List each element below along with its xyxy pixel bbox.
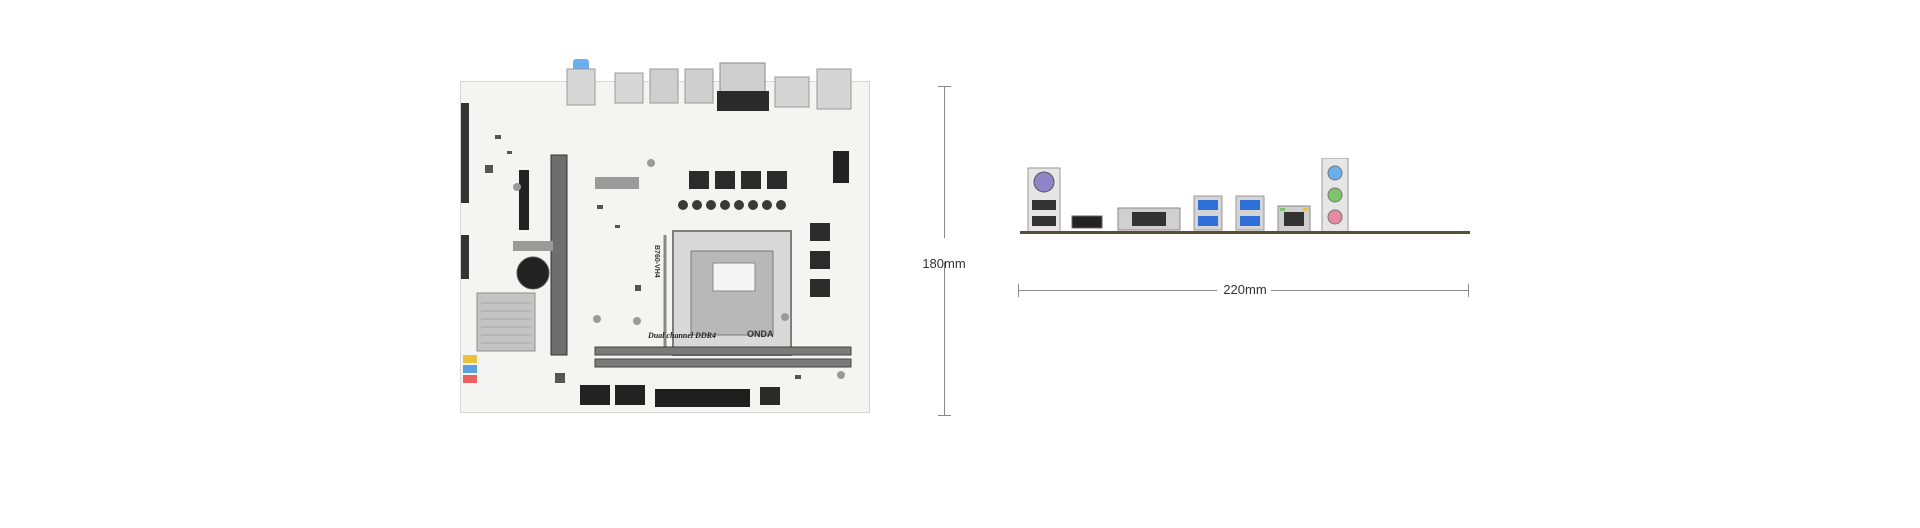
chipset-heatsink (476, 292, 536, 352)
memory-label: Dual channel DDR4 (647, 331, 716, 340)
usb3-port-blue (1240, 216, 1260, 226)
m2-slot (595, 177, 639, 189)
usb3-port-blue (1198, 200, 1218, 210)
usb-stack (684, 68, 714, 104)
dimm-slot (594, 346, 852, 356)
vga-port-socket (1132, 212, 1166, 226)
cpu-power-connector (833, 151, 849, 183)
usb2-port (1032, 216, 1056, 226)
sata-ports (580, 385, 610, 405)
io-shield-drawing (1027, 158, 1349, 233)
io-shield (1020, 158, 1470, 238)
width-dimension-label: 220mm (1223, 282, 1267, 297)
usb3-port-blue (1198, 216, 1218, 226)
dimension-gap (941, 238, 948, 262)
motherboard-image: B760-VH4 Dual channel DDR4 ONDA (455, 55, 880, 413)
socket-cover (712, 262, 756, 292)
height-dimension-label: 180mm (922, 256, 966, 271)
pcie-x16-slot (550, 154, 568, 356)
dimm-slot (594, 358, 852, 368)
front-header (760, 387, 780, 405)
height-dimension-line (938, 86, 951, 416)
audio-stack (816, 68, 852, 110)
ps2-port-socket (1033, 171, 1055, 193)
atx-power-connector (655, 389, 750, 407)
motherboard-drawing: B760-VH4 Dual channel DDR4 ONDA (461, 59, 852, 407)
hdmi-connector (774, 76, 810, 108)
left-headers (461, 235, 469, 279)
usb-stack (649, 68, 679, 104)
usb-stack (566, 68, 596, 106)
hdmi-port (1071, 215, 1103, 229)
dimension-cap (1468, 284, 1469, 297)
sata-ports (615, 385, 645, 405)
dimension-cap (1018, 284, 1019, 297)
audio-jack-line-out (1327, 187, 1343, 203)
left-headers (461, 103, 469, 203)
audio-jack-line-in (1327, 165, 1343, 181)
usb3-port-blue (1240, 200, 1260, 210)
io-shield-bar (1020, 231, 1470, 234)
dimension-cap (938, 415, 951, 416)
pcie-x1-slot (519, 170, 529, 230)
vga-connector (719, 62, 766, 94)
cmos-battery (516, 256, 550, 290)
m2-slot (513, 241, 553, 251)
dimension-cap (938, 86, 951, 87)
vga-connector-base (717, 91, 769, 111)
vrm-chokes (689, 171, 830, 297)
usb-stack (614, 72, 644, 104)
usb2-port (1032, 200, 1056, 210)
brand-logo: ONDA (747, 329, 774, 339)
dimension-gap (1217, 287, 1271, 294)
audio-jack-mic (1327, 209, 1343, 225)
model-text: B760-VH4 (653, 245, 660, 278)
lan-port-socket (1284, 212, 1304, 226)
width-dimension-line (1018, 284, 1469, 297)
